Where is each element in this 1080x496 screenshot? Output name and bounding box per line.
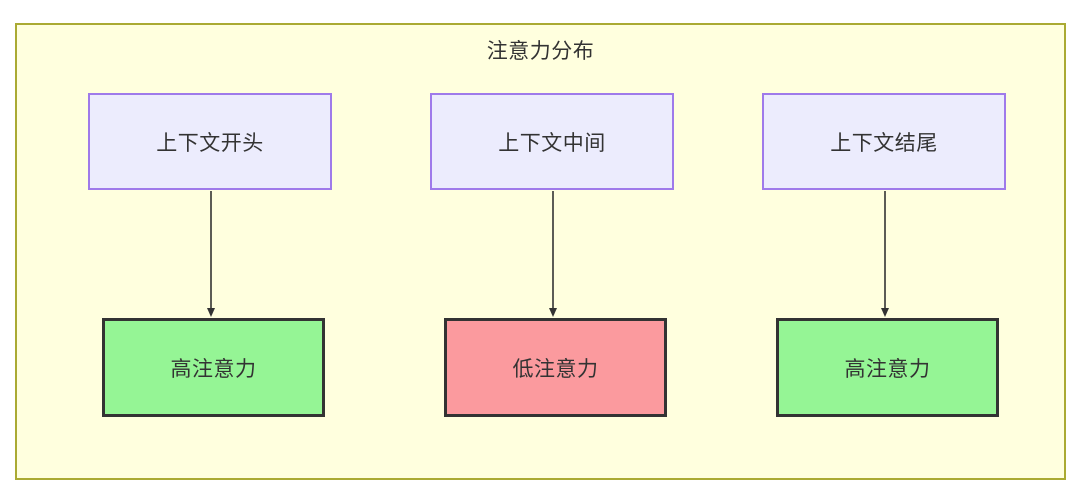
node-context-middle[interactable]: 上下文中间 xyxy=(430,93,674,190)
node-label: 低注意力 xyxy=(512,357,599,381)
subgraph-title: 注意力分布 xyxy=(486,40,595,63)
node-high-attention-end[interactable]: 高注意力 xyxy=(776,318,999,417)
node-low-attention-middle[interactable]: 低注意力 xyxy=(444,318,667,417)
node-label: 上下文开头 xyxy=(156,131,264,155)
node-context-end[interactable]: 上下文结尾 xyxy=(762,93,1006,190)
node-label: 高注意力 xyxy=(170,357,257,381)
node-high-attention-start[interactable]: 高注意力 xyxy=(102,318,325,417)
node-label: 高注意力 xyxy=(844,357,931,381)
node-context-start[interactable]: 上下文开头 xyxy=(88,93,332,190)
node-label: 上下文结尾 xyxy=(830,131,938,155)
node-label: 上下文中间 xyxy=(498,131,606,155)
